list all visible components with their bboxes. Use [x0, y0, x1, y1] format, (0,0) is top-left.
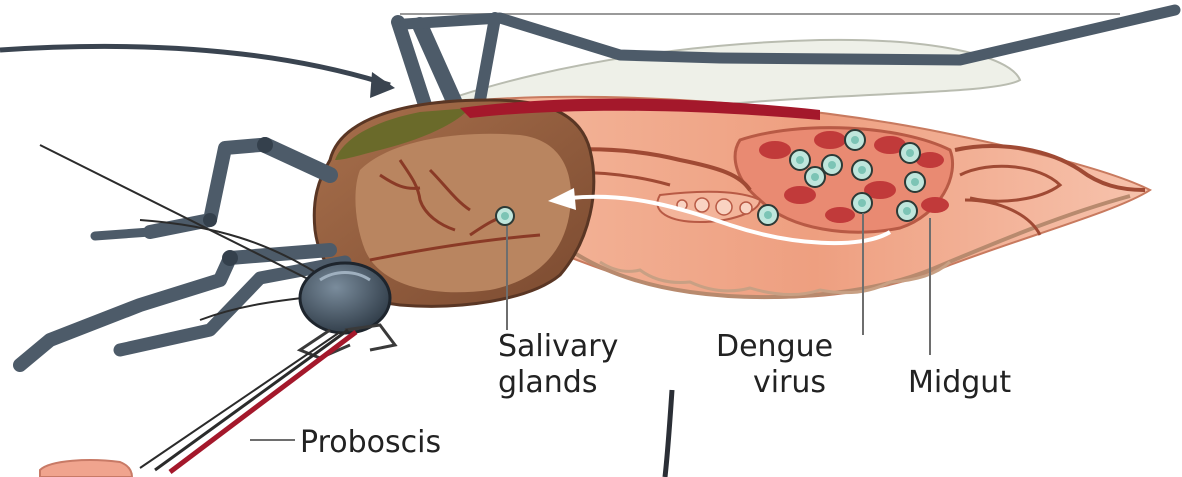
- blood-cell: [759, 141, 791, 159]
- blood-cell: [814, 131, 846, 149]
- virus-particle-icon: [852, 160, 872, 180]
- thorax-inner: [355, 134, 571, 293]
- curved-arrow: [0, 46, 390, 85]
- virus-particle-icon: [897, 201, 917, 221]
- diverticulum-bubble: [695, 198, 709, 212]
- virus-particle-icon: [805, 167, 825, 187]
- skin: [40, 460, 132, 477]
- salivary-label-line1: Salivary: [498, 329, 618, 364]
- midgut-label: Midgut: [908, 365, 1011, 400]
- blood-cell: [784, 186, 816, 204]
- virus-particle-icon: [845, 130, 865, 150]
- antenna: [40, 145, 330, 290]
- blood-cell: [825, 207, 855, 223]
- leg-joint: [222, 250, 238, 266]
- virus-particle-icon: [496, 207, 514, 225]
- salivary-label-line2: glands: [498, 365, 597, 400]
- leg-joint: [203, 213, 217, 227]
- diverticulum-bubble: [716, 199, 732, 215]
- virus-particle-icon: [758, 205, 778, 225]
- proboscis-label: Proboscis: [300, 425, 441, 460]
- skin-curve: [665, 390, 672, 477]
- dengue-label-line2: virus: [753, 365, 826, 400]
- virus-particle-icon: [790, 150, 810, 170]
- virus-particle-icon: [900, 143, 920, 163]
- arrow-head-icon: [370, 72, 395, 98]
- blood-cell: [921, 197, 949, 213]
- virus-particle-icon: [852, 193, 872, 213]
- dengue-label-line1: Dengue: [716, 329, 833, 364]
- virus-particle-icon: [822, 155, 842, 175]
- leg-tarsus: [95, 232, 150, 236]
- leg-joint: [257, 137, 273, 153]
- virus-particle-icon: [905, 172, 925, 192]
- diverticulum-bubble: [740, 202, 752, 214]
- leg: [265, 145, 330, 175]
